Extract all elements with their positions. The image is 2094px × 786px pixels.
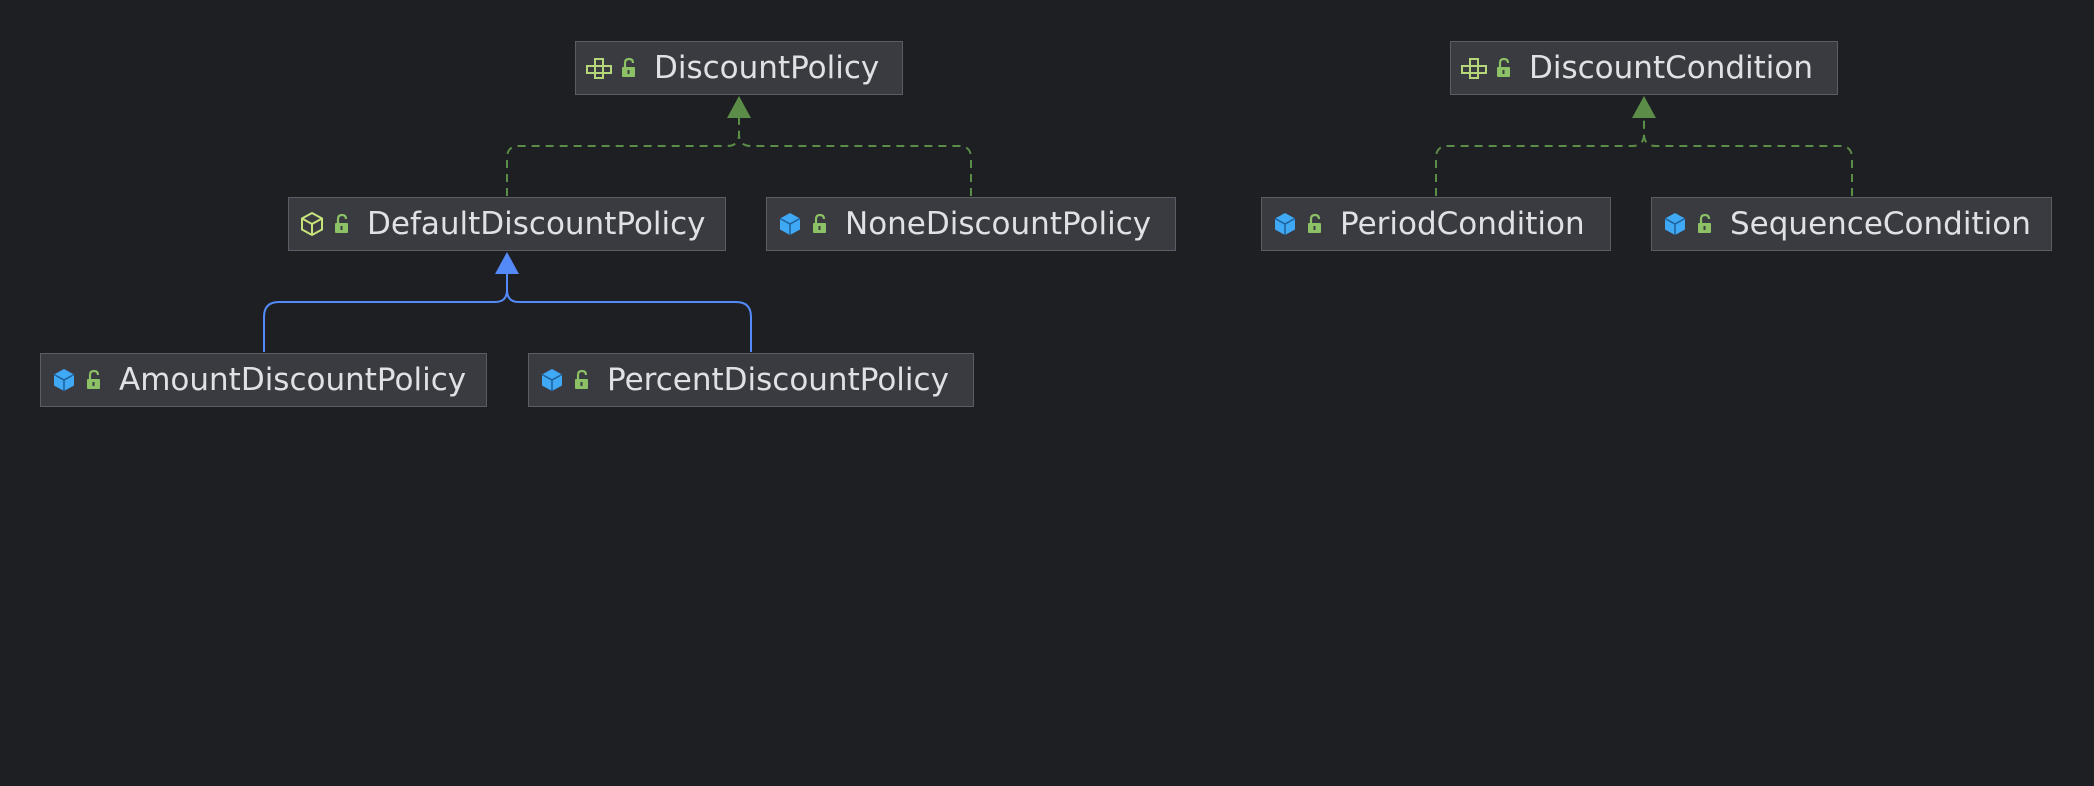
edge-sequence-to-discount-condition	[1643, 114, 1853, 196]
edge-default-to-discount-policy	[506, 114, 740, 196]
node-period-condition[interactable]: PeriodCondition	[1261, 197, 1611, 251]
node-sequence-condition[interactable]: SequenceCondition	[1651, 197, 2052, 251]
edge-percent-to-default-policy	[506, 270, 752, 352]
node-amount-discount-policy[interactable]: AmountDiscountPolicy	[40, 353, 487, 407]
node-discount-policy[interactable]: DiscountPolicy	[575, 41, 903, 95]
abstract-class-icon	[301, 211, 323, 237]
node-label: AmountDiscountPolicy	[119, 362, 467, 398]
node-default-discount-policy[interactable]: DefaultDiscountPolicy	[288, 197, 726, 251]
realization-arrowhead	[727, 96, 751, 118]
class-icon	[53, 369, 75, 391]
interface-icon	[586, 58, 612, 79]
node-label: DefaultDiscountPolicy	[367, 206, 706, 242]
node-discount-condition[interactable]: DiscountCondition	[1450, 41, 1838, 95]
lock-icon	[87, 369, 100, 389]
lock-icon	[622, 57, 635, 77]
lock-icon	[1698, 213, 1711, 233]
edge-period-to-discount-condition	[1435, 114, 1645, 196]
edge-none-to-discount-policy	[738, 114, 972, 196]
realization-arrowhead	[1632, 96, 1656, 118]
class-icon	[1664, 213, 1686, 235]
node-label: PeriodCondition	[1340, 206, 1585, 242]
lock-icon	[813, 213, 826, 233]
node-label: PercentDiscountPolicy	[607, 362, 949, 398]
class-icon	[541, 369, 563, 391]
lock-icon	[575, 369, 588, 389]
node-none-discount-policy[interactable]: NoneDiscountPolicy	[766, 197, 1176, 251]
lock-icon	[1308, 213, 1321, 233]
node-label: DiscountCondition	[1529, 50, 1814, 86]
node-label: SequenceCondition	[1730, 206, 2031, 242]
interface-icon	[1461, 58, 1487, 79]
class-icon	[779, 213, 801, 235]
class-icon	[1274, 213, 1296, 235]
edge-amount-to-default-policy	[263, 270, 508, 352]
node-percent-discount-policy[interactable]: PercentDiscountPolicy	[528, 353, 974, 407]
node-label: NoneDiscountPolicy	[845, 206, 1152, 242]
lock-icon	[335, 213, 348, 233]
lock-icon	[1497, 57, 1510, 77]
node-label: DiscountPolicy	[654, 50, 880, 86]
generalization-arrowhead	[495, 252, 519, 274]
